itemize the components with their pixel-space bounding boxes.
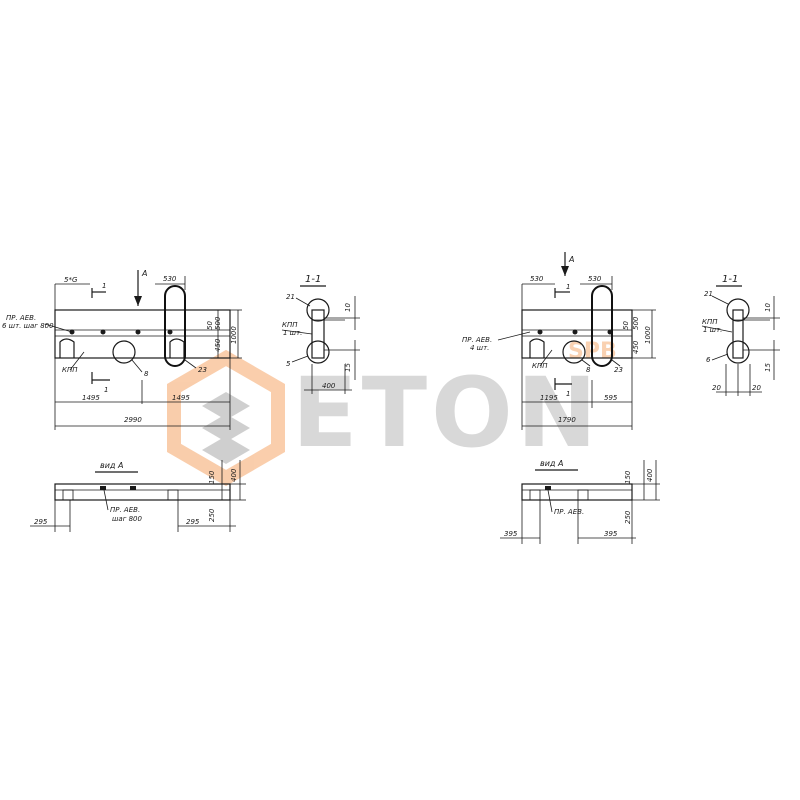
callout-kpp: КПП	[702, 318, 718, 326]
callout-rebar: ПР. АЕВ.	[462, 336, 492, 344]
dim-395-a: 395	[504, 530, 518, 538]
view-outline	[54, 483, 231, 501]
view-title: вид А	[540, 459, 563, 468]
section-title: 1-1	[722, 274, 738, 285]
dim-top-left: 530	[530, 275, 544, 283]
callout-rebar: ПР. АЕВ.	[6, 314, 36, 322]
dim-1495-a: 1495	[82, 394, 100, 402]
section-title: 1-1	[305, 274, 321, 285]
dim-150: 150	[208, 470, 216, 484]
dim-20-a: 20	[712, 384, 721, 392]
callout-8: 8	[144, 370, 149, 378]
callout-5: 5	[286, 360, 291, 368]
dim-1790: 1790	[558, 416, 576, 424]
callout-6: 6	[706, 356, 711, 364]
dim-1000: 1000	[230, 326, 238, 344]
beam-outline	[54, 309, 231, 359]
dim-450: 450	[214, 338, 222, 352]
dim-top-left: 5*G	[64, 276, 78, 284]
dim-295-a: 295	[34, 518, 48, 526]
dim-2990: 2990	[124, 416, 142, 424]
callout-circle-5	[306, 340, 330, 364]
dim-1495-b: 1495	[172, 394, 190, 402]
callout-kpp-sub: 1 шт.	[703, 326, 722, 334]
dim-top-right: 530	[163, 275, 177, 283]
dim-15: 15	[344, 363, 352, 372]
callout-8: 8	[586, 366, 591, 374]
dim-295-b: 295	[186, 518, 200, 526]
section-mark-bottom: 1	[104, 386, 108, 394]
view-arrow-label: A	[141, 269, 147, 278]
right-view-a: вид А ПР. АЕВ. 395 395 150 400 250	[500, 459, 660, 544]
callout-21: 21	[704, 290, 713, 298]
callout-circle-6	[726, 340, 750, 364]
dim-20-b: 20	[752, 384, 761, 392]
callout-circle-21	[306, 298, 330, 322]
callout-rebar: ПР. АЕВ.	[110, 506, 140, 514]
lifting-loop	[591, 285, 613, 367]
dim-500: 500	[632, 316, 640, 330]
section-mark-top: 1	[566, 283, 570, 291]
hexagon-logo-icon	[167, 349, 285, 487]
lifting-loop	[164, 285, 186, 367]
callout-kpp: КПП	[282, 321, 298, 329]
dim-250: 250	[208, 508, 216, 522]
dim-395-b: 395	[604, 530, 618, 538]
watermark-logo: ETON SPB	[167, 339, 617, 487]
dim-10: 10	[344, 303, 352, 312]
dim-1195: 1195	[540, 394, 558, 402]
callout-kpp: КПП	[532, 362, 548, 370]
dim-10: 10	[764, 303, 772, 312]
view-title: вид А	[100, 461, 123, 470]
dim-450: 450	[632, 340, 640, 354]
dim-15: 15	[764, 363, 772, 372]
callout-21: 21	[286, 293, 295, 301]
dim-250: 250	[624, 510, 632, 524]
view-outline	[521, 483, 633, 501]
callout-rebar-sub: 4 шт.	[470, 344, 489, 352]
callout-rebar: ПР. АЕВ.	[554, 508, 584, 516]
left-elevation: 5*G 530 A 1 1 ПР. АЕВ. 6 шт. шаг 800 КПП…	[2, 269, 242, 430]
callout-kpp-sub: 1 шт.	[283, 329, 302, 337]
dim-400: 400	[646, 468, 654, 482]
dim-top-right: 530	[588, 275, 602, 283]
dim-500: 500	[214, 316, 222, 330]
callout-kpp: КПП	[62, 366, 78, 374]
callout-23: 23	[614, 366, 623, 374]
dim-595: 595	[604, 394, 618, 402]
dim-1000: 1000	[644, 326, 652, 344]
callout-23: 23	[198, 366, 207, 374]
right-section: 1-1 21 КПП 1 шт. 6 10 15 20 20	[701, 274, 780, 396]
dim-150: 150	[624, 470, 632, 484]
section-mark-bottom: 1	[566, 390, 570, 398]
callout-rebar-sub: 6 шт. шаг 800	[2, 322, 54, 330]
callout-circle-21	[726, 298, 750, 322]
dim-50: 50	[622, 321, 630, 330]
left-view-a: вид А ПР. АЕВ. шаг 800 295 295 150 400 2…	[30, 460, 246, 532]
dim-400: 400	[230, 468, 238, 482]
left-section: 1-1 21 КПП 1 шт. 5 10 15 400	[281, 274, 360, 394]
view-arrow-label: A	[568, 255, 574, 264]
dim-400: 400	[322, 382, 336, 390]
callout-rebar-sub: шаг 800	[112, 515, 143, 523]
right-elevation: 530 530 A 1 1 ПР. АЕВ. 4 шт. КПП 8 23 50…	[462, 252, 656, 430]
dim-50: 50	[206, 321, 214, 330]
watermark-text: ETON	[292, 357, 601, 469]
section-mark-top: 1	[102, 282, 106, 290]
